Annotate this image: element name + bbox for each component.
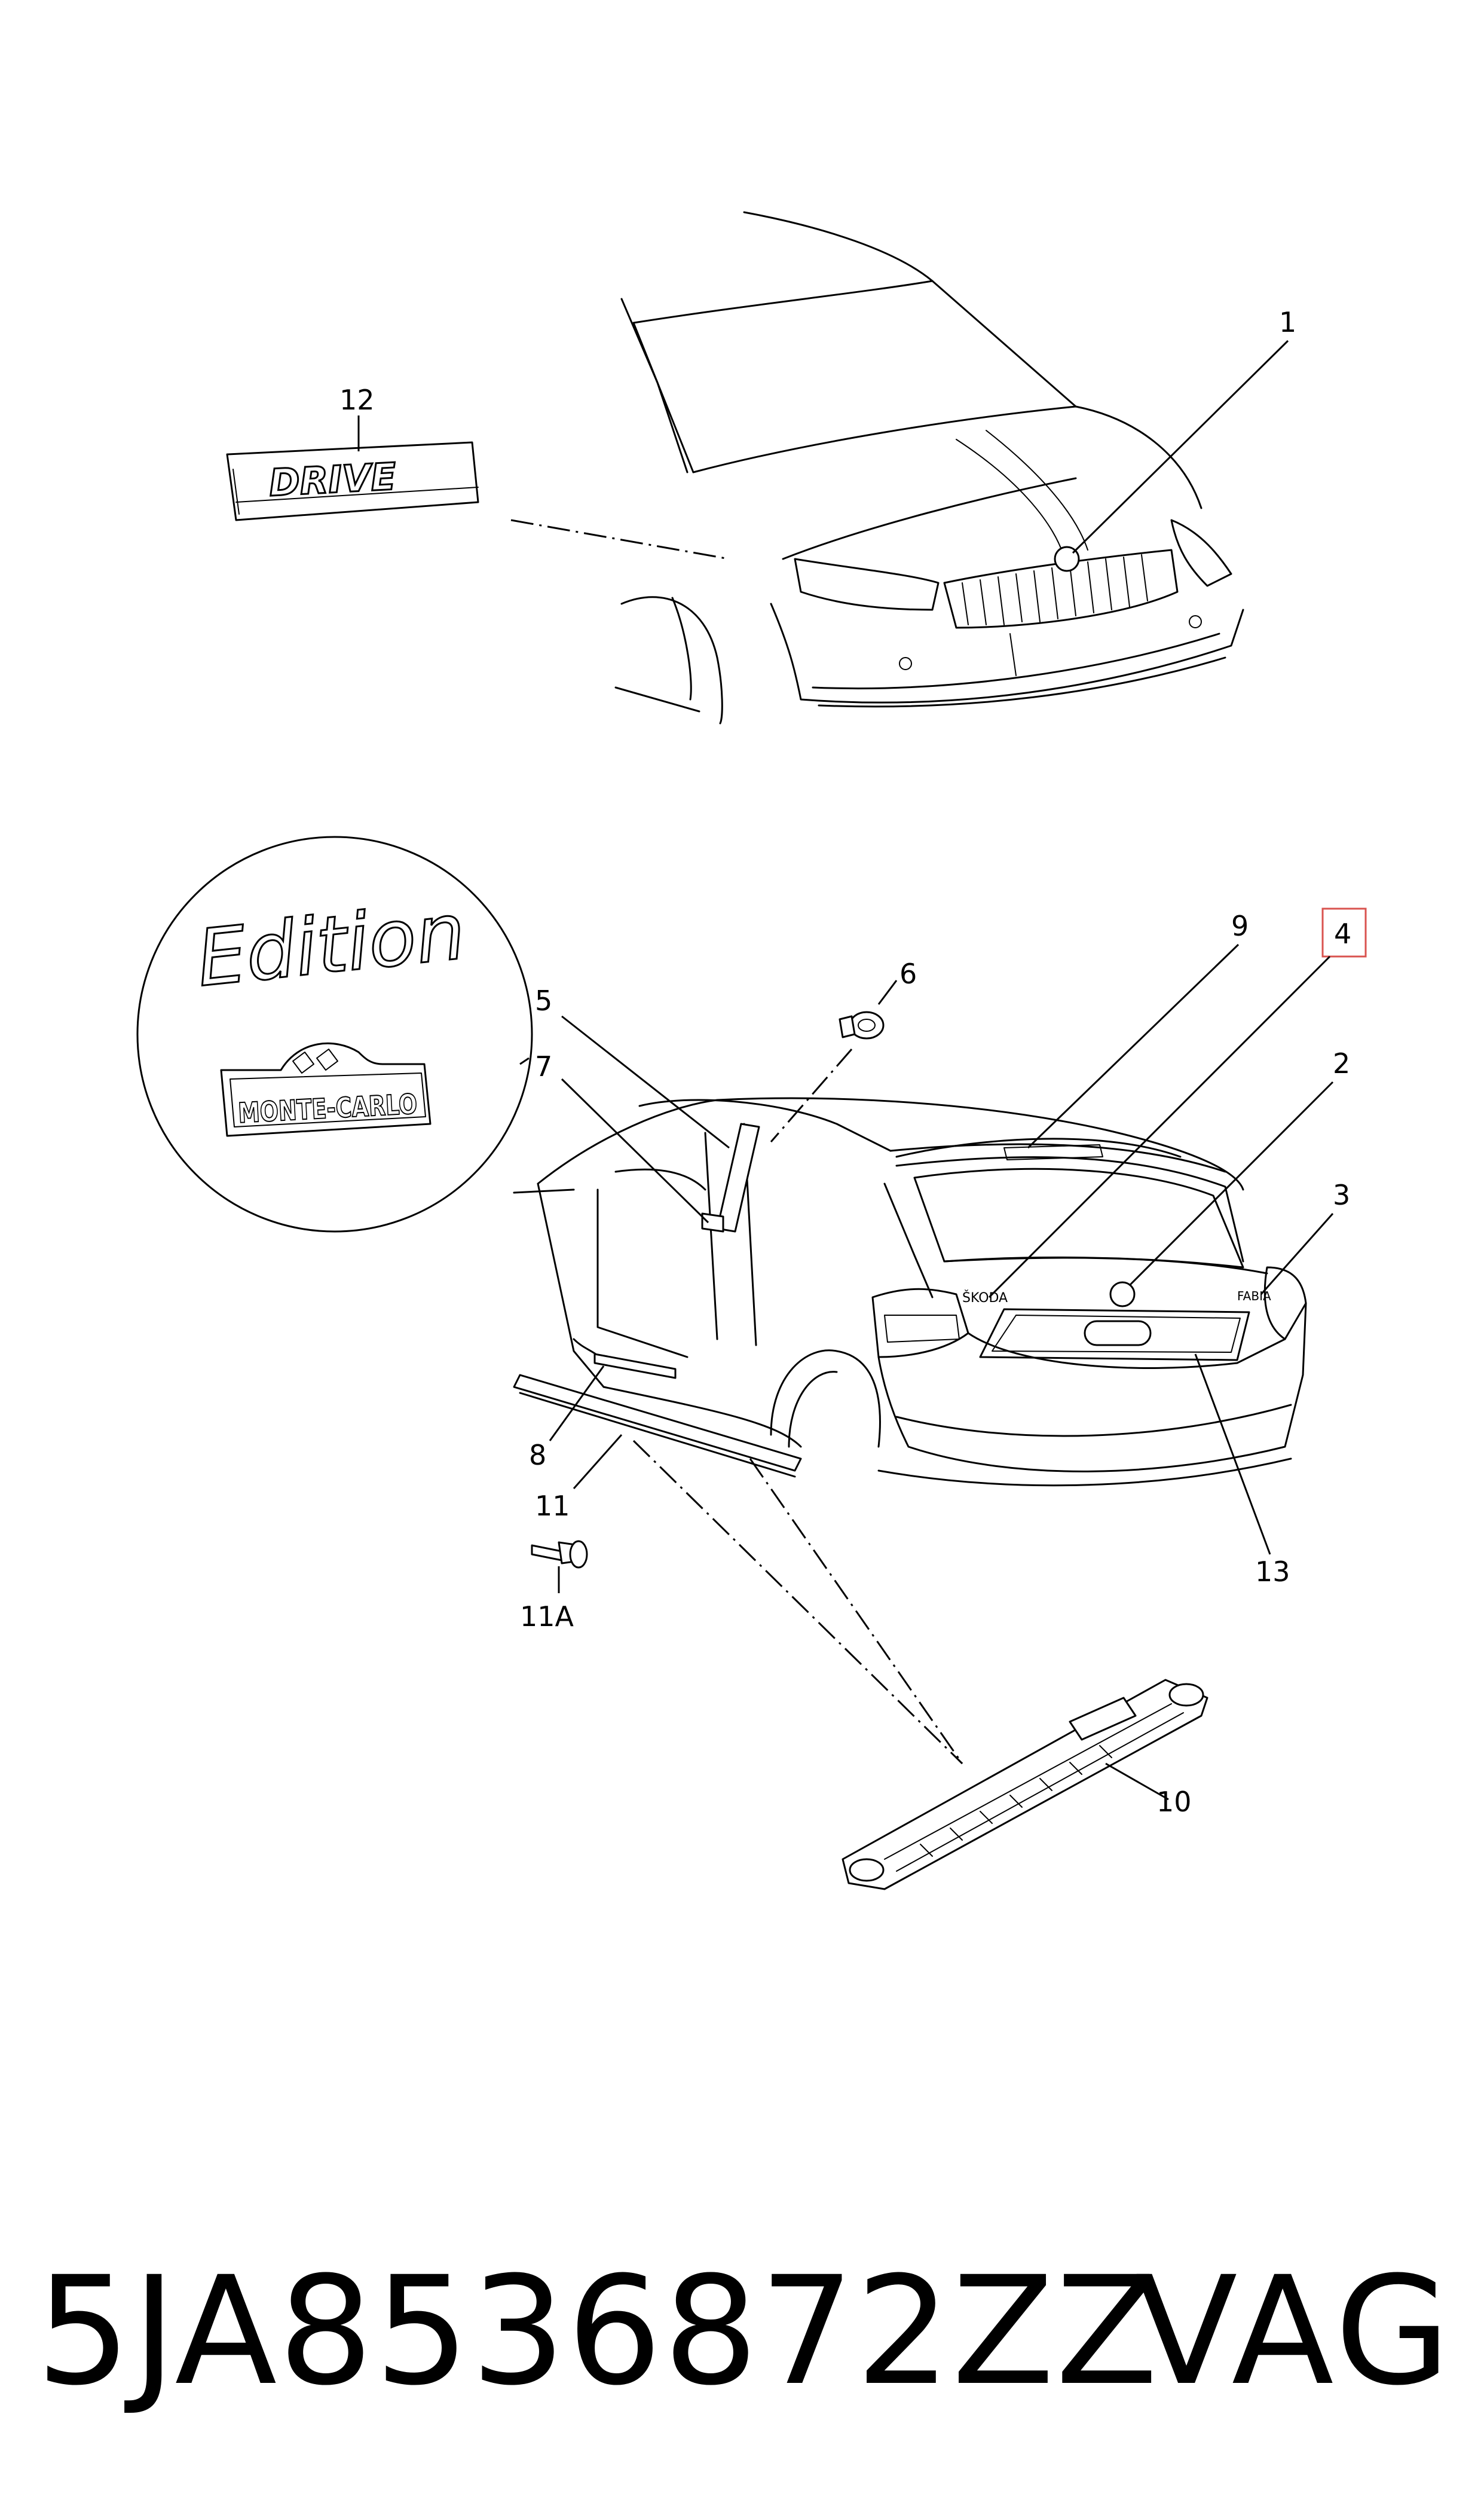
rear-car-view: ŠKODA FABIA [513,1097,1307,1487]
badge-variants-circle: Edition MONTE-CARLO [136,836,533,1233]
callout-3: 3 [1333,1179,1350,1211]
fabia-script-text: FABIA [1237,1289,1271,1303]
callout-9: 9 [1231,910,1249,942]
drive-badge-text: DRIVE [268,454,397,505]
checkered-flag-icon [292,1049,338,1074]
callout-2: 2 [1333,1047,1350,1080]
callout-5: 5 [535,985,552,1017]
front-car-view [614,211,1244,725]
bracket-rail [842,1679,1208,1890]
callout-6: 6 [899,958,917,990]
clip-part [839,1011,885,1040]
skoda-script-text: ŠKODA [962,1290,1008,1306]
callout-4-highlight-box [1321,907,1367,958]
callout-10: 10 [1156,1786,1192,1818]
brand-name: VAG [1135,2244,1454,2418]
part-number: 5JA8536872ZZ [36,2244,1159,2418]
footer: 5JA8536872ZZ VAG [0,2236,1484,2427]
callout-11: 11 [535,1490,570,1522]
callout-1: 1 [1279,306,1296,338]
callout-11a: 11A [520,1600,574,1633]
callout-4: 4 [1334,918,1351,950]
bolt-part [531,1540,588,1569]
callout-12: 12 [339,384,375,416]
rear-logo-icon [1109,1281,1136,1307]
callout-8: 8 [529,1439,546,1471]
callout-7: 7 [535,1050,552,1083]
drive-badge: DRIVE [226,441,479,521]
callout-13: 13 [1255,1556,1290,1588]
